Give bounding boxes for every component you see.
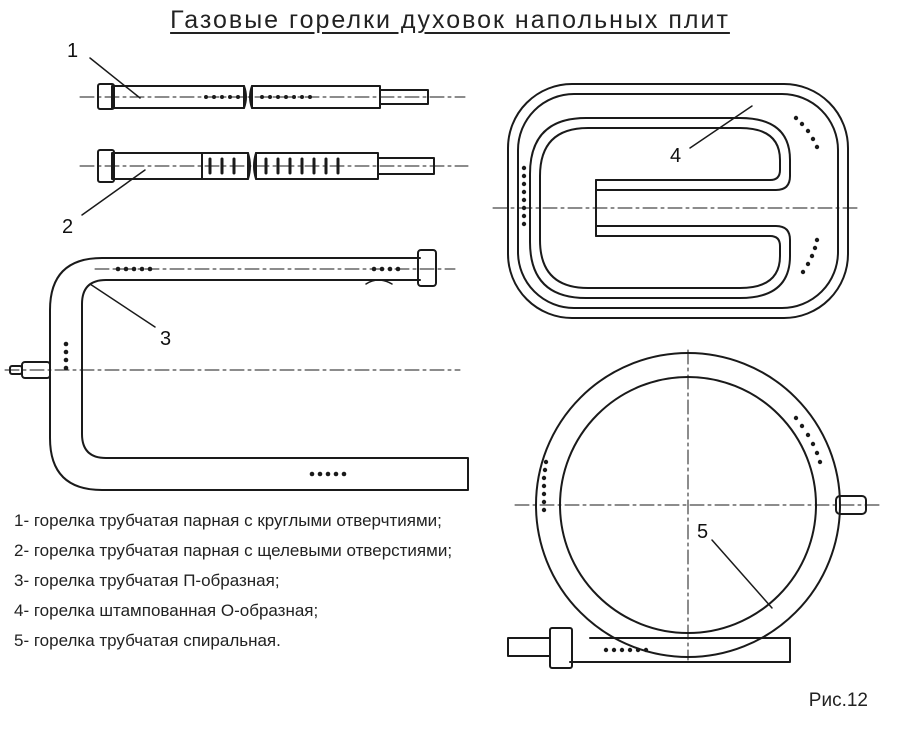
burner-1-tubular-round-holes [79,57,466,110]
callout-5: 5 [697,521,708,543]
burner-5-spiral [507,349,881,669]
legend-item-2: 2- горелка трубчатая парная с щелевыми о… [14,541,453,560]
legend-item-5: 5- горелка трубчатая спиральная. [14,631,281,650]
legend-item-1: 1- горелка трубчатая парная с круглыми о… [14,511,442,530]
legend-item-4: 4- горелка штампованная О-образная; [14,601,319,620]
callout-4: 4 [670,145,681,167]
legend-item-3: 3- горелка трубчатая П-образная; [14,571,280,590]
legend: 1- горелка трубчатая парная с круглыми о… [14,510,494,660]
burner-3-u-shaped [4,249,469,491]
figure-label: Рис.12 [808,690,868,711]
callout-2: 2 [62,216,73,238]
burner-2-tubular-slit-holes [79,149,469,216]
burner-4-o-shaped [492,83,859,319]
diagram-title: Газовые горелки духовок напольных плит [170,6,730,34]
callout-1: 1 [67,40,78,62]
callout-3: 3 [160,328,171,350]
